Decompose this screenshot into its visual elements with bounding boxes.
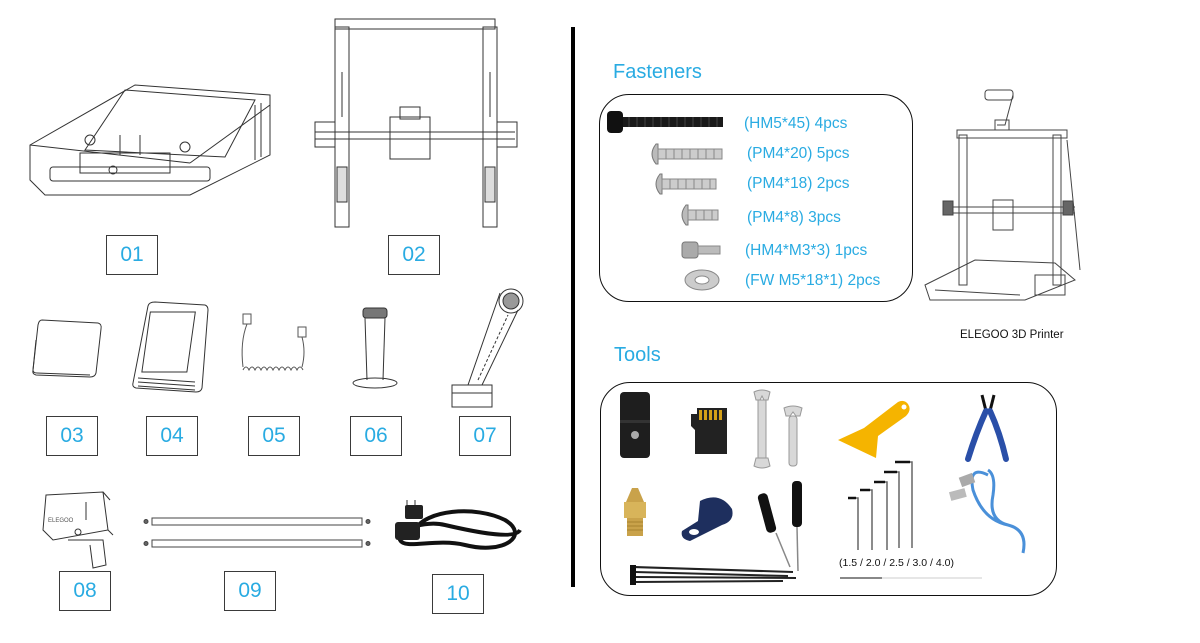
bed-base-illustration: [29, 84, 271, 196]
support-rods-illustration: [143, 517, 371, 548]
display-screen-illustration: [132, 301, 209, 393]
part-label-06: 06: [350, 416, 402, 456]
part-label-02: 02: [388, 235, 440, 275]
fastener-pm4x20-icon: [651, 143, 723, 165]
part-label-03: 03: [46, 416, 98, 456]
fastener-label-pm4x8: (PM4*8) 3pcs: [747, 209, 841, 226]
cable-ties-icon: [630, 565, 797, 585]
sensor-bracket-illustration: ELEGOO: [42, 491, 114, 569]
fasteners-title: Fasteners: [613, 61, 702, 83]
printer-caption: ELEGOO 3D Printer: [960, 329, 1064, 341]
card-reader-icon: [620, 392, 650, 458]
fastener-pm4x8-icon: [681, 204, 719, 226]
hex-keys-icon: [848, 460, 913, 550]
spool-tube-illustration: [352, 307, 398, 389]
coiled-cable-illustration: [241, 313, 307, 372]
part-label-01: 01: [106, 235, 158, 275]
fastener-hm5x45-icon: [607, 111, 723, 133]
fastener-hm4xm3x3-icon: [681, 241, 721, 259]
fastener-label-pm4x18: (PM4*18) 2pcs: [747, 175, 850, 192]
part-label-05: 05: [248, 416, 300, 456]
part-label-04: 04: [146, 416, 198, 456]
section-divider: [571, 27, 575, 587]
wrenches-icon: [753, 389, 803, 469]
power-cord-illustration: [395, 500, 522, 550]
gantry-frame-illustration: [314, 18, 518, 228]
fastener-label-hm5x45: (HM5*45) 4pcs: [744, 115, 848, 132]
screwdrivers-icon: [757, 481, 802, 572]
cable-clip-icon: [681, 497, 733, 541]
printer-overview-illustration: [924, 89, 1081, 301]
fastener-label-hm4xm3x3: (HM4*M3*3) 1pcs: [745, 242, 868, 259]
part-label-10: 10: [432, 574, 484, 614]
part-label-08: 08: [59, 571, 111, 611]
fastener-label-pm4x20: (PM4*20) 5pcs: [747, 145, 850, 162]
part-label-09: 09: [224, 571, 276, 611]
cover-plate-illustration: [32, 319, 102, 378]
usb-cable-icon: [948, 468, 1026, 554]
micro-sd-card-icon: [691, 408, 727, 454]
fastener-washer-icon: [684, 269, 720, 291]
svg-text:ELEGOO: ELEGOO: [48, 518, 74, 524]
hex-key-sizes: (1.5 / 2.0 / 2.5 / 3.0 / 4.0): [839, 557, 954, 569]
nozzle-icon: [624, 488, 646, 536]
part-label-07: 07: [459, 416, 511, 456]
fastener-label-washer: (FW M5*18*1) 2pcs: [745, 272, 881, 289]
side-cutter-pliers-icon: [965, 394, 1009, 462]
scraper-icon: [838, 400, 910, 458]
needle-icon: [840, 577, 982, 579]
spool-arm-illustration: [451, 288, 524, 408]
fastener-pm4x18-icon: [655, 173, 717, 195]
tools-title: Tools: [614, 344, 661, 366]
fasteners-panel: [599, 94, 913, 302]
